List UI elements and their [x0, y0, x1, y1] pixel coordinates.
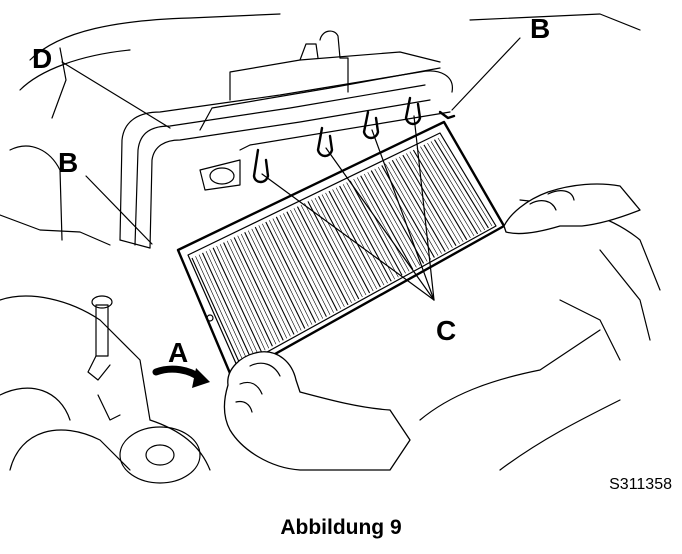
filter-pleat	[286, 211, 338, 312]
cabin-filter	[176, 120, 506, 380]
callout-c: C	[436, 315, 456, 346]
filter-pleat	[307, 201, 360, 300]
filter-pleat	[283, 213, 334, 313]
filter-pleat	[269, 220, 320, 321]
filter-pleat	[198, 254, 248, 361]
leader-lines	[61, 37, 521, 301]
filter-pleat	[318, 196, 371, 294]
filter-pleat	[399, 156, 453, 248]
filter-pleat	[360, 175, 414, 270]
filter-pleat	[290, 209, 342, 309]
filter-pleat	[321, 194, 374, 292]
filter-pleat	[427, 142, 482, 233]
filter-pleat	[205, 251, 255, 357]
filter-pleat	[395, 158, 450, 250]
filter-pleat	[416, 148, 471, 238]
right-hand	[503, 183, 641, 235]
filter-pleat	[430, 141, 486, 231]
filter-pleat	[377, 166, 432, 260]
filter-pleat	[314, 197, 367, 296]
left-hand	[223, 351, 411, 471]
filter-pleat	[356, 177, 410, 272]
filter-pleat	[230, 239, 280, 343]
filter-pleat	[258, 225, 309, 327]
filter-pleat	[296, 206, 349, 306]
filter-pleat	[342, 184, 396, 280]
filter-pleat	[420, 146, 475, 237]
callout-b-left: B	[58, 147, 78, 178]
filter-pleat	[325, 192, 378, 290]
filter-pleat	[304, 203, 356, 302]
filter-pleat	[195, 256, 244, 363]
filter-pleat	[219, 244, 270, 349]
filter-pleat	[388, 161, 442, 254]
callout-a: A	[168, 337, 188, 368]
filter-pleat	[233, 237, 284, 341]
filter-pleat	[437, 137, 493, 227]
figure-caption: Abbildung 9	[280, 516, 402, 539]
filter-pleat	[423, 144, 479, 235]
filter-pleat	[349, 180, 403, 276]
filter-pleat	[391, 160, 446, 252]
filter-pleat	[346, 182, 399, 278]
filter-pleat	[262, 223, 313, 325]
filter-pleat	[335, 187, 388, 284]
filter-pleat	[226, 240, 277, 345]
filter-pleat	[212, 247, 263, 353]
filter-pleat	[279, 215, 331, 315]
filter-pleat	[412, 149, 468, 241]
filter-pleat	[240, 233, 291, 337]
rotation-arrow-icon	[152, 365, 210, 388]
filter-pleat	[272, 218, 324, 319]
filter-pleat	[434, 139, 489, 229]
filter-pleat	[275, 216, 327, 317]
filter-pleat	[339, 185, 392, 282]
filter-pleat	[374, 168, 428, 262]
callout-b-right: B	[530, 13, 550, 44]
filter-pleat	[202, 252, 252, 359]
filter-pleat	[332, 189, 385, 286]
callout-d: D	[32, 43, 52, 74]
filter-pleat	[251, 228, 302, 331]
filter-pleat	[353, 178, 406, 274]
retaining-clips	[252, 96, 456, 184]
filter-pleat	[237, 235, 288, 339]
filter-pleats	[191, 137, 493, 365]
filter-pleat	[191, 257, 241, 365]
filter-pleat	[216, 245, 266, 351]
filter-pleat	[209, 249, 259, 355]
filter-pleat	[293, 208, 345, 307]
filter-pleat	[402, 154, 457, 246]
filter-pleat	[244, 232, 295, 335]
filter-pleat	[363, 173, 417, 268]
filter-pleat	[265, 221, 317, 323]
figure-code: S311358	[609, 476, 672, 493]
filter-pleat	[409, 151, 464, 242]
filter-pleat	[223, 242, 273, 347]
filter-pleat	[328, 190, 381, 288]
filter-pleat	[247, 230, 298, 333]
filter-pleat	[254, 226, 306, 329]
filter-pleat	[406, 153, 460, 244]
filter-pleat	[300, 204, 352, 304]
filter-pleat	[367, 172, 421, 266]
air-duct	[119, 30, 453, 249]
filter-pleat	[385, 163, 439, 256]
